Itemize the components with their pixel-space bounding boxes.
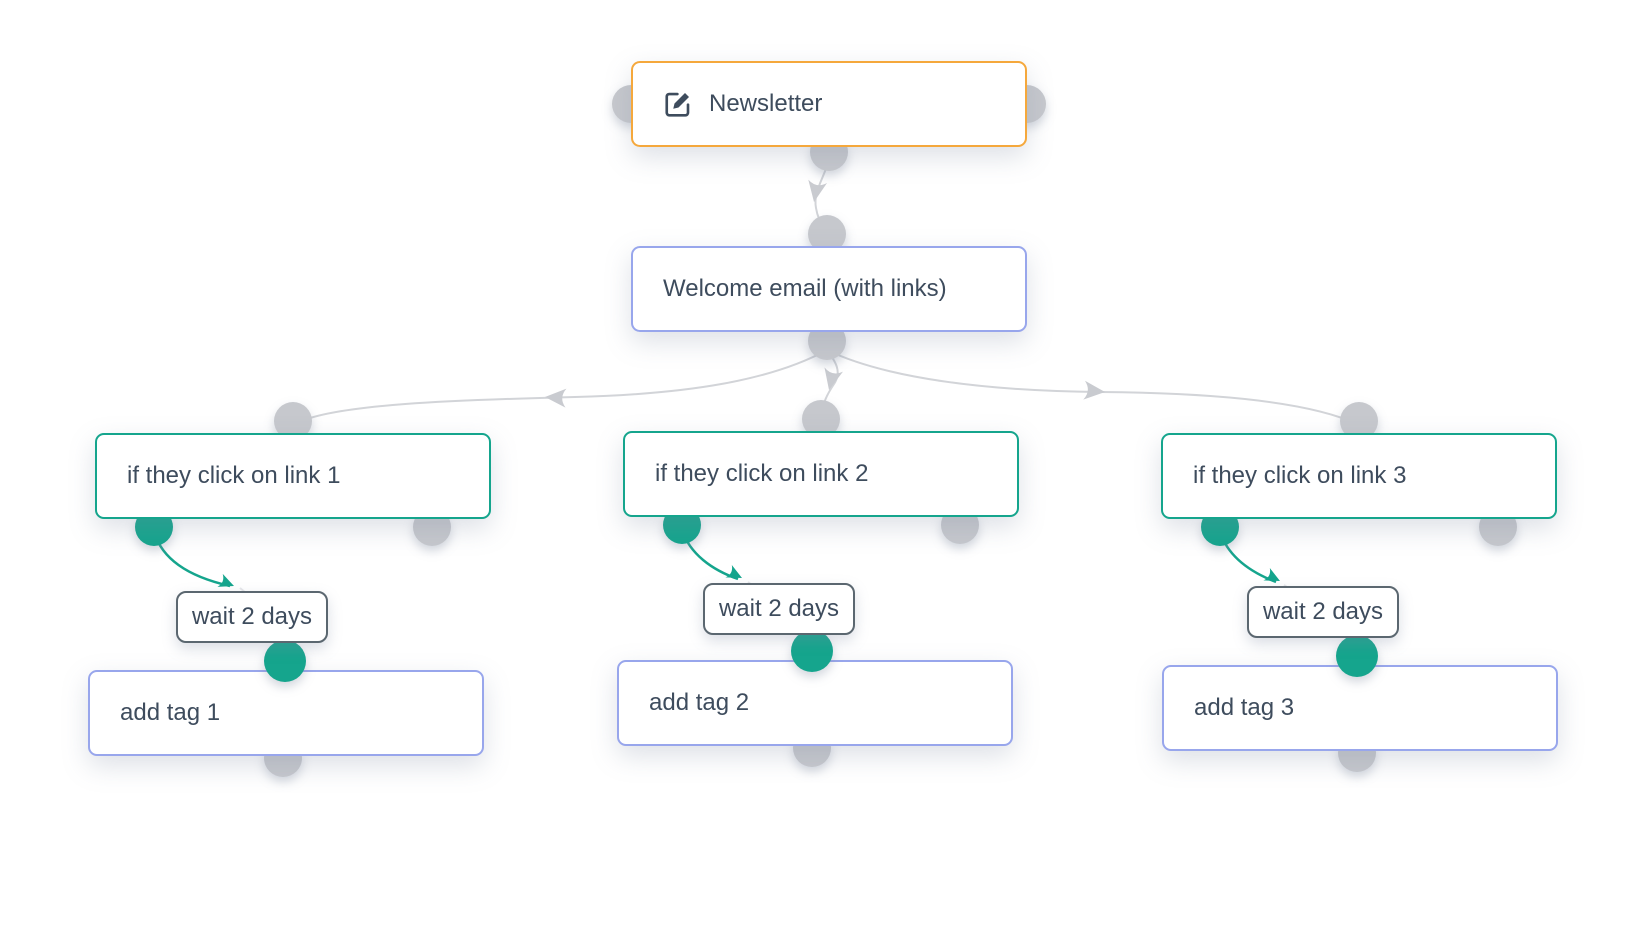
edge-welcome-to-condition-1 xyxy=(296,349,828,424)
port-add-tag-2-top[interactable] xyxy=(791,630,833,672)
node-label: Newsletter xyxy=(709,90,823,117)
wait-label-1[interactable]: wait 2 days xyxy=(176,591,328,643)
wait-label-3[interactable]: wait 2 days xyxy=(1247,586,1399,638)
node-add-tag-1[interactable]: add tag 1 xyxy=(88,670,484,756)
node-condition-1[interactable]: if they click on link 1 xyxy=(95,433,491,519)
node-label: if they click on link 1 xyxy=(127,462,341,489)
node-welcome-email[interactable]: Welcome email (with links) xyxy=(631,246,1027,332)
node-label: add tag 3 xyxy=(1194,694,1295,721)
edit-icon xyxy=(663,89,693,119)
node-add-tag-3[interactable]: add tag 3 xyxy=(1162,665,1558,751)
wait-label-text: wait 2 days xyxy=(1262,598,1384,625)
port-add-tag-3-top[interactable] xyxy=(1336,635,1378,677)
node-condition-3[interactable]: if they click on link 3 xyxy=(1161,433,1557,519)
wait-label-text: wait 2 days xyxy=(191,603,313,630)
port-add-tag-1-top[interactable] xyxy=(264,640,306,682)
node-label: add tag 1 xyxy=(120,699,221,726)
node-add-tag-2[interactable]: add tag 2 xyxy=(617,660,1013,746)
wait-label-text: wait 2 days xyxy=(718,595,840,622)
node-label: if they click on link 3 xyxy=(1193,462,1407,489)
node-newsletter[interactable]: Newsletter xyxy=(631,61,1027,147)
node-condition-2[interactable]: if they click on link 2 xyxy=(623,431,1019,517)
wait-label-2[interactable]: wait 2 days xyxy=(703,583,855,635)
node-label: add tag 2 xyxy=(649,689,750,716)
node-label: Welcome email (with links) xyxy=(663,275,947,302)
node-label: if they click on link 2 xyxy=(655,460,869,487)
